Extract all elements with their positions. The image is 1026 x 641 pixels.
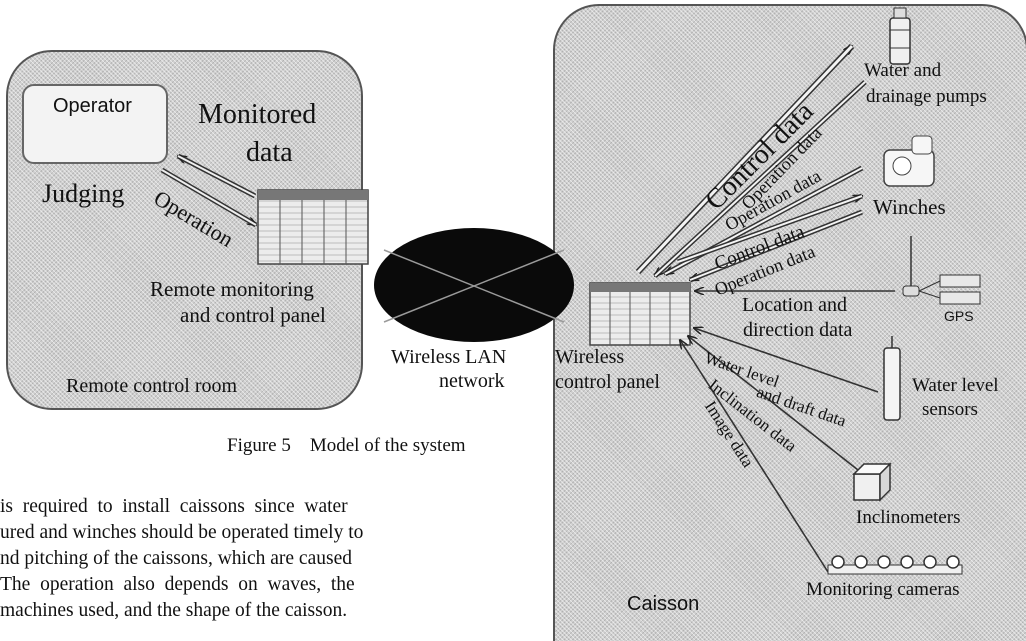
remote-panel-label-1: Remote monitoring xyxy=(150,277,314,301)
winches-label: Winches xyxy=(873,195,946,219)
pump-icon xyxy=(889,7,911,65)
remote-panel-cabinets xyxy=(257,189,369,265)
water-level-label-2: sensors xyxy=(922,399,978,420)
gps-icon xyxy=(902,236,981,305)
water-level-sensor-icon xyxy=(883,336,901,421)
cameras-label: Monitoring cameras xyxy=(806,579,960,600)
operator-box xyxy=(22,84,168,164)
paragraph-line: machines used, and the shape of the cais… xyxy=(0,600,348,621)
caisson-label: Caisson xyxy=(627,593,700,615)
paragraph-line: nd pitching of the caissons, which are c… xyxy=(0,548,352,569)
inclinometers-label: Inclinometers xyxy=(856,507,961,528)
paragraph-line: is required to install caissons since wa… xyxy=(0,496,348,517)
pumps-label-1: Water and xyxy=(864,60,942,81)
operator-label: Operator xyxy=(53,95,132,117)
remote-panel-label-2: and control panel xyxy=(180,303,326,327)
caisson-arrows xyxy=(635,46,895,573)
winch-icon xyxy=(883,135,935,187)
monitored-data-label-1: Monitored xyxy=(198,99,317,130)
paragraph-line: The operation also depends on waves, the xyxy=(0,574,355,595)
judging-label: Judging xyxy=(42,179,125,208)
pumps-label-2: drainage pumps xyxy=(866,86,987,107)
remote-arrows xyxy=(160,153,256,228)
body-paragraph: is required to install caissons since wa… xyxy=(0,494,540,624)
wireless-panel-label-1: Wireless xyxy=(555,346,625,368)
water-level-label-1: Water level xyxy=(912,375,999,396)
wireless-panel-cabinets xyxy=(589,282,691,346)
monitored-data-label-2: data xyxy=(246,137,293,168)
camera-icons xyxy=(827,555,963,575)
figure-caption: Figure 5 Model of the system xyxy=(227,435,466,456)
location-label-1: Location and xyxy=(742,294,847,316)
remote-room-label: Remote control room xyxy=(66,375,238,397)
inclinometer-icon xyxy=(852,462,892,502)
wireless-lan-network xyxy=(374,228,574,342)
gps-label: GPS xyxy=(944,308,974,324)
paragraph-line: ured and winches should be operated time… xyxy=(0,522,364,543)
image-arrow xyxy=(680,340,829,573)
network-label-2: network xyxy=(439,370,505,392)
wireless-panel-label-2: control panel xyxy=(555,371,660,393)
inclination-arrow xyxy=(688,336,859,471)
water-level-arrow xyxy=(694,328,879,393)
network-label-1: Wireless LAN xyxy=(391,346,507,368)
location-label-2: direction data xyxy=(743,319,853,341)
